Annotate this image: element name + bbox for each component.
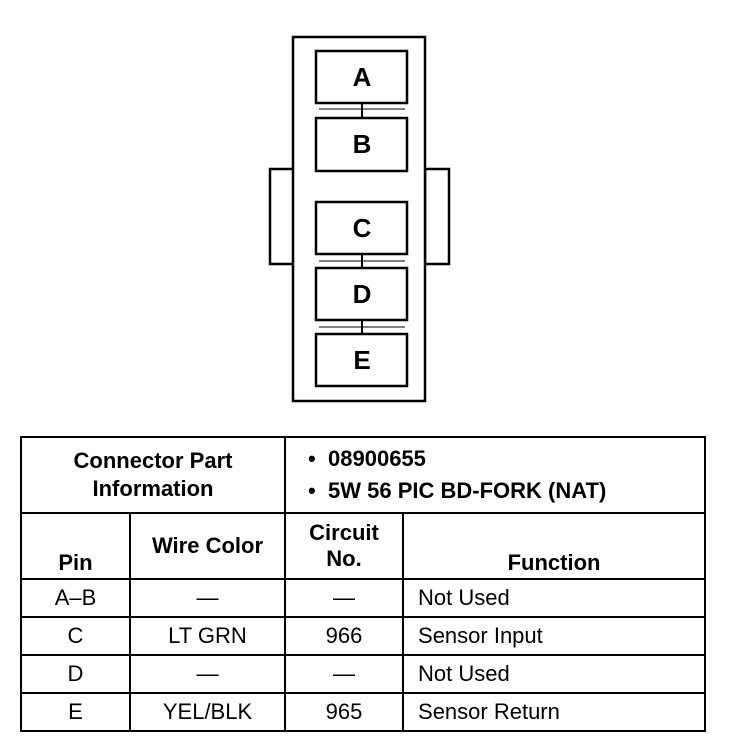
- column-header-row: Pin Wire Color Circuit No. Function: [20, 512, 707, 580]
- column-header-circuit-line1: Circuit: [309, 520, 379, 545]
- cell-wire-color: —: [128, 578, 287, 618]
- cell-circuit: —: [284, 654, 405, 694]
- pin-label-d: D: [353, 279, 372, 309]
- left-latch: [268, 167, 296, 266]
- cell-function: Not Used: [402, 578, 707, 618]
- cell-wire-color: LT GRN: [128, 616, 287, 656]
- cell-pin: D: [20, 654, 131, 694]
- cell-pin: A–B: [20, 578, 131, 618]
- part-number: 08900655: [308, 443, 704, 475]
- part-info-title-line1: Connector Part: [73, 448, 233, 473]
- pin-label-b: B: [353, 129, 372, 159]
- pin-cavity-a: A: [314, 49, 409, 105]
- cell-pin: C: [20, 616, 131, 656]
- part-description: 5W 56 PIC BD-FORK (NAT): [308, 475, 704, 507]
- table-row: C LT GRN 966 Sensor Input: [20, 616, 707, 656]
- column-header-wire-color: Wire Color: [128, 512, 287, 580]
- column-header-function: Function: [402, 512, 707, 580]
- pin-label-a: A: [353, 62, 372, 92]
- cell-function: Sensor Input: [402, 616, 707, 656]
- column-header-circuit-line2: No.: [326, 546, 362, 571]
- right-latch: [423, 167, 451, 266]
- table-row: E YEL/BLK 965 Sensor Return: [20, 692, 707, 732]
- table-row: D — — Not Used: [20, 654, 707, 694]
- pin-cavity-d: D: [314, 266, 409, 322]
- part-info-list: 08900655 5W 56 PIC BD-FORK (NAT): [284, 436, 707, 514]
- cell-wire-color: —: [128, 654, 287, 694]
- part-info-row: Connector Part Information 08900655 5W 5…: [19, 436, 707, 514]
- connector-diagram: A B C D E: [268, 35, 451, 403]
- cell-circuit: 966: [284, 616, 405, 656]
- cell-pin: E: [20, 692, 131, 732]
- pin-cavity-c: C: [314, 200, 409, 256]
- cell-circuit: 965: [284, 692, 405, 732]
- pin-label-e: E: [353, 345, 370, 375]
- cell-circuit: —: [284, 578, 405, 618]
- pin-label-c: C: [353, 213, 372, 243]
- column-header-circuit: Circuit No.: [284, 512, 405, 580]
- column-header-pin: Pin: [20, 512, 131, 580]
- cell-function: Sensor Return: [402, 692, 707, 732]
- cell-wire-color: YEL/BLK: [128, 692, 287, 732]
- pinout-table: Connector Part Information 08900655 5W 5…: [19, 436, 707, 732]
- pin-cavity-b: B: [314, 116, 409, 173]
- cell-function: Not Used: [402, 654, 707, 694]
- table-row: A–B — — Not Used: [20, 578, 707, 618]
- part-info-title: Connector Part Information: [19, 436, 287, 514]
- pin-cavity-e: E: [314, 332, 409, 388]
- part-info-title-line2: Information: [92, 476, 214, 501]
